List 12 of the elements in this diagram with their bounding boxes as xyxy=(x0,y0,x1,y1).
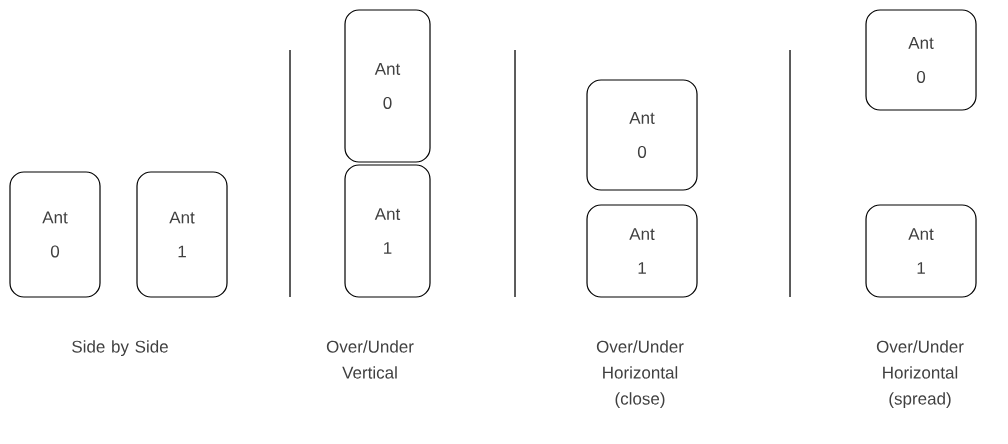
caption: Side by Side xyxy=(72,340,168,357)
caption: Over/Under Vertical xyxy=(326,340,414,379)
caption: Over/Under Horizontal (close) xyxy=(596,340,684,409)
antenna-box: Ant 0 xyxy=(865,9,977,111)
antenna-box: Ant 1 xyxy=(586,204,698,298)
antenna-box: Ant 0 xyxy=(9,171,101,298)
antenna-box: Ant 1 xyxy=(344,164,431,298)
antenna-box: Ant 1 xyxy=(136,171,228,298)
antenna-box: Ant 1 xyxy=(865,204,977,298)
antenna-box: Ant 0 xyxy=(586,79,698,191)
antenna-box: Ant 0 xyxy=(344,9,431,163)
caption: Over/Under Horizontal (spread) xyxy=(876,340,964,409)
